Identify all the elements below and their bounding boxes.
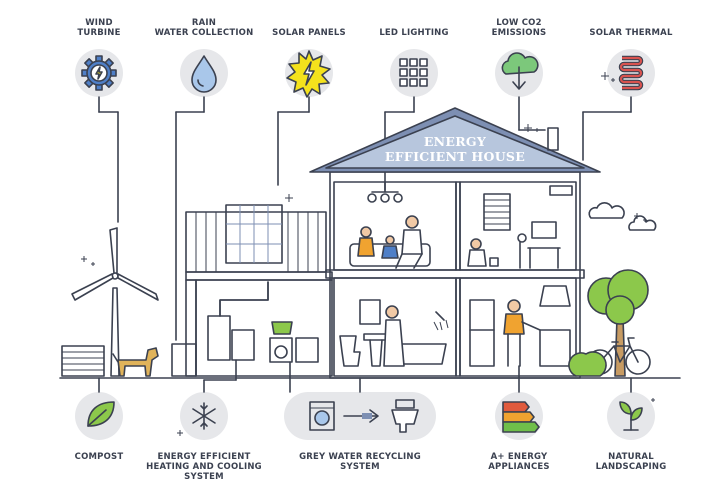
gear-icon — [75, 49, 123, 97]
snowflake-icon — [180, 392, 228, 440]
label-rain-water: RAIN WATER COLLECTION — [154, 18, 254, 38]
label-heating-cooling: ENERGY EFFICIENT HEATING AND COOLING SYS… — [146, 452, 262, 482]
label-grey-water: GREY WATER RECYCLING SYSTEM — [299, 452, 421, 472]
label-solar-thermal: SOLAR THERMAL — [589, 28, 673, 38]
leaf-icon — [75, 392, 123, 440]
led-grid-icon — [390, 49, 438, 97]
label-wind-turbine: WIND TURBINE — [77, 18, 121, 38]
laundry-room — [207, 281, 319, 363]
dog — [112, 347, 159, 377]
kitchen — [469, 285, 571, 367]
bathroom — [339, 299, 449, 367]
cloud-arrow-icon — [495, 49, 543, 97]
house-title-line1: ENERGY — [423, 134, 487, 149]
sun-icon — [285, 49, 333, 98]
washer-to-toilet-icon — [284, 392, 436, 440]
label-low-co2: LOW CO2 EMISSIONS — [491, 18, 547, 38]
compost-pile — [61, 345, 105, 377]
label-a-plus-appliances: A+ ENERGY APPLIANCES — [488, 452, 550, 472]
label-led-lighting: LED LIGHTING — [379, 28, 449, 38]
coil-icon — [607, 49, 655, 97]
label-compost: COMPOST — [74, 452, 124, 462]
sprout-icon — [607, 392, 655, 440]
label-natural-landscaping: NATURAL LANDSCAPING — [595, 452, 667, 472]
solar-panel — [225, 204, 283, 264]
annex — [185, 211, 333, 377]
cloud-shapes — [588, 202, 657, 231]
main-house — [325, 171, 585, 379]
house-title: ENERGY EFFICIENT HOUSE — [380, 134, 530, 164]
roof — [309, 107, 601, 173]
bush — [568, 351, 607, 377]
study-room — [467, 193, 561, 269]
label-solar-panels: SOLAR PANELS — [272, 28, 346, 38]
family-sofa — [349, 215, 431, 269]
energy-rating-icon — [495, 392, 543, 440]
rain-barrel — [171, 343, 197, 377]
wind-turbine — [71, 227, 159, 377]
house-title-line2: EFFICIENT HOUSE — [384, 149, 526, 164]
tree — [587, 269, 649, 377]
water-drop-icon — [180, 49, 228, 97]
